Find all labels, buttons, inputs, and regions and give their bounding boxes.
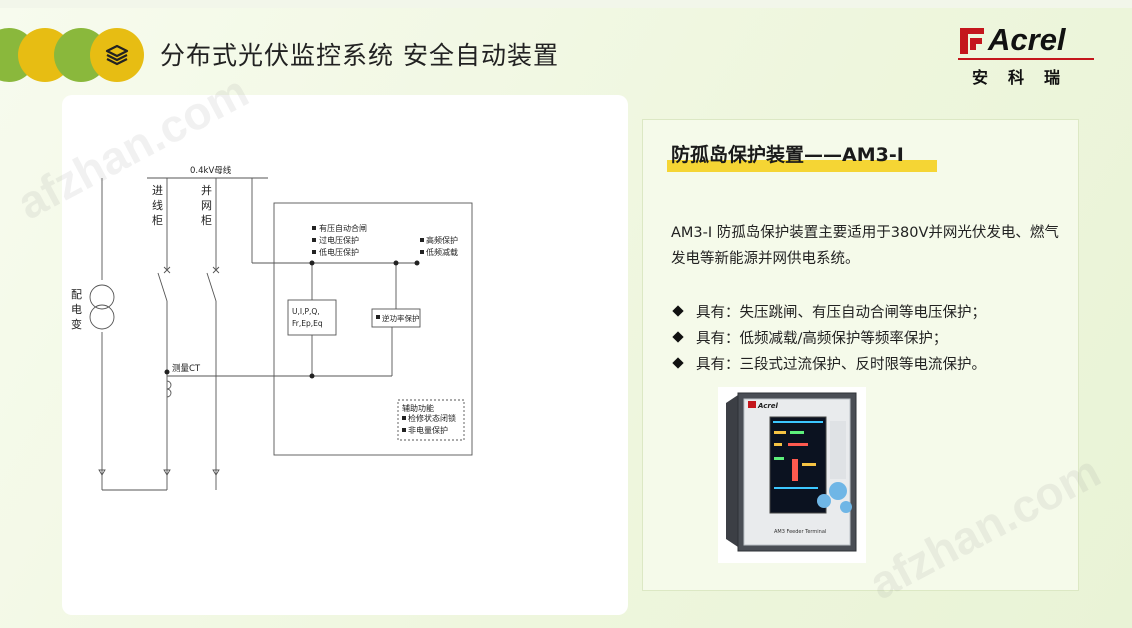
feature-text: 具有：失压跳闸、有压自动合闸等电压保护； bbox=[696, 305, 986, 321]
aux-item-non-electric: 非电量保护 bbox=[408, 425, 448, 435]
measure-box-line-1: U,I,P,Q, bbox=[292, 307, 320, 316]
protection-low-frequency: 低频减载 bbox=[426, 247, 458, 257]
aux-title: 辅助功能 bbox=[402, 403, 434, 413]
page-title: 分布式光伏监控系统 安全自动装置 bbox=[160, 41, 559, 70]
grid-cabinet-label-1: 并 bbox=[201, 183, 212, 197]
feature-item: 具有：低频减载/高频保护等频率保护； bbox=[671, 326, 986, 352]
incoming-cabinet-label-2: 线 bbox=[152, 198, 163, 212]
diagram-panel: 0.4kV母线 进 线 柜 并 网 柜 配 电 变 测量CT 有压自动合闸 过电… bbox=[62, 95, 628, 615]
bus-label: 0.4kV母线 bbox=[190, 165, 232, 176]
feature-item: 具有：三段式过流保护、反时限等电流保护。 bbox=[671, 352, 986, 378]
protection-under-voltage: 低电压保护 bbox=[319, 247, 359, 257]
feature-item: 具有：失压跳闸、有压自动合闸等电压保护； bbox=[671, 300, 986, 326]
device-brand: Acrel bbox=[757, 402, 779, 410]
protection-auto-close: 有压自动合闸 bbox=[319, 223, 367, 233]
product-description: AM3-I 防孤岛保护装置主要适用于380V并网光伏发电、燃气发电等新能源并网供… bbox=[671, 225, 1059, 267]
feature-text: 具有：三段式过流保护、反时限等电流保护。 bbox=[696, 357, 986, 373]
transformer-label-1: 配 bbox=[71, 288, 82, 301]
incoming-cabinet-label-3: 柜 bbox=[152, 214, 163, 227]
diamond-icon bbox=[672, 305, 684, 317]
protection-over-voltage: 过电压保护 bbox=[319, 235, 359, 245]
brand-logo: Acrel 安科瑞 bbox=[958, 22, 1098, 88]
brand-cn: 安科瑞 bbox=[972, 68, 1081, 87]
aux-item-maintenance-lock: 检修状态闭锁 bbox=[408, 413, 456, 423]
diamond-icon bbox=[672, 357, 684, 369]
product-panel: 防孤岛保护装置——AM3-I AM3-I 防孤岛保护装置主要适用于380V并网光… bbox=[642, 119, 1079, 591]
layers-icon bbox=[105, 44, 129, 66]
measure-box-line-2: Fr,Ep,Eq bbox=[292, 319, 323, 328]
wiring-diagram: 0.4kV母线 进 线 柜 并 网 柜 配 电 变 测量CT 有压自动合闸 过电… bbox=[71, 165, 473, 491]
brand-name: Acrel bbox=[988, 22, 1066, 57]
ct-label: 测量CT bbox=[172, 364, 201, 374]
brand-underline bbox=[958, 58, 1094, 60]
grid-cabinet-label-3: 柜 bbox=[201, 214, 212, 227]
grid-cabinet-label-2: 网 bbox=[201, 199, 212, 212]
transformer-label-3: 变 bbox=[71, 317, 82, 331]
device-illustration: Acrel AM3 Feeder Terminal bbox=[726, 392, 857, 552]
acrel-logo-icon bbox=[960, 28, 984, 54]
transformer-label-2: 电 bbox=[71, 303, 82, 316]
incoming-cabinet-label-1: 进 bbox=[152, 184, 163, 197]
feature-list: 具有：失压跳闸、有压自动合闸等电压保护； 具有：低频减载/高频保护等频率保护； … bbox=[671, 300, 986, 378]
decor-circle-yellow-2 bbox=[90, 28, 144, 82]
diamond-icon bbox=[672, 331, 684, 343]
device-caption: AM3 Feeder Terminal bbox=[774, 529, 826, 535]
top-strip bbox=[0, 0, 1132, 8]
product-title: 防孤岛保护装置——AM3-I bbox=[671, 144, 904, 166]
title-highlight bbox=[667, 160, 937, 172]
feature-text: 具有：低频减载/高频保护等频率保护； bbox=[696, 331, 948, 347]
protection-high-frequency: 高频保护 bbox=[426, 235, 458, 245]
reverse-power-label: 逆功率保护 bbox=[382, 313, 420, 323]
device-image: Acrel AM3 Feeder Terminal bbox=[718, 387, 866, 563]
